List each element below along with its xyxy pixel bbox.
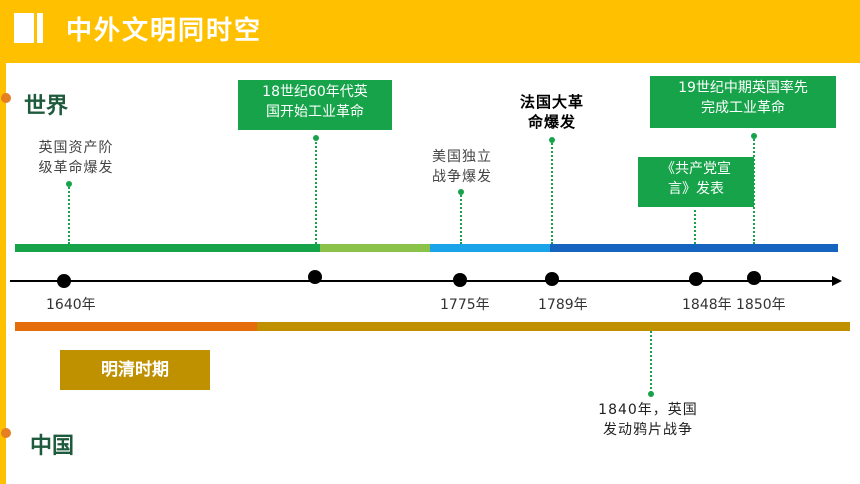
timeline-dot-1850	[747, 271, 761, 285]
connector-line-1789	[551, 140, 553, 244]
year-label-1775: 1775年	[440, 297, 490, 313]
connector-line-19c	[753, 136, 755, 244]
event-label-1840-opium-war: 1840年，英国发动鸦片战争	[598, 402, 698, 438]
connector-dot-18c	[313, 135, 319, 141]
event-box-1848-communist-manifesto: 《共产党宣言》发表	[638, 157, 754, 207]
region-label-china: 中国	[30, 434, 75, 459]
connector-dot-19c	[751, 133, 757, 139]
event-box-18c-industrial-revolution: 18世纪60年代英国开始工业革命	[238, 80, 392, 130]
connector-dot-1775	[458, 189, 464, 195]
china-marker-dot	[1, 428, 11, 438]
china-era-bar-orange	[15, 322, 257, 331]
period-label-ming-qing: 明清时期	[60, 350, 210, 390]
timeline-dot-1848	[689, 272, 703, 286]
connector-dot-1640	[66, 181, 72, 187]
year-label-1640: 1640年	[46, 297, 96, 313]
connector-line-1640	[68, 184, 70, 244]
connector-dot-1840	[648, 391, 654, 397]
header-bar: 中外文明同时空	[0, 0, 860, 57]
timeline-dot-1775	[453, 273, 467, 287]
year-label-1848: 1848年	[682, 297, 732, 313]
year-label-1789: 1789年	[538, 297, 588, 313]
connector-line-18c	[315, 138, 317, 244]
world-marker-dot	[1, 93, 11, 103]
frame-top-border	[6, 57, 860, 63]
frame-left-border	[0, 57, 6, 484]
timeline-axis	[10, 280, 834, 282]
connector-dot-1789	[549, 137, 555, 143]
timeline-dot-1789	[545, 272, 559, 286]
world-era-bar-light-green	[320, 244, 430, 252]
event-label-1640: 英国资产阶级革命爆发	[38, 140, 114, 176]
timeline-arrow-icon	[832, 276, 842, 286]
event-label-1775: 美国独立战争爆发	[432, 149, 492, 185]
year-label-1850: 1850年	[736, 297, 786, 313]
timeline-dot-18c	[308, 270, 322, 284]
region-label-world: 世界	[24, 94, 69, 119]
world-era-bar-blue	[550, 244, 838, 252]
connector-line-1775	[460, 192, 462, 244]
timeline-dot-1640	[57, 274, 71, 288]
world-era-bar-green	[15, 244, 320, 252]
connector-line-1840	[650, 331, 652, 393]
world-era-bar-sky-blue	[430, 244, 550, 252]
title-block-icon	[14, 13, 46, 43]
china-era-bar-gold	[257, 322, 850, 331]
connector-line-1848	[694, 210, 696, 244]
page-title: 中外文明同时空	[66, 16, 263, 46]
event-label-1789: 法国大革命爆发	[519, 93, 584, 131]
event-box-19c-industrial-revolution-complete: 19世纪中期英国率先完成工业革命	[650, 76, 836, 128]
